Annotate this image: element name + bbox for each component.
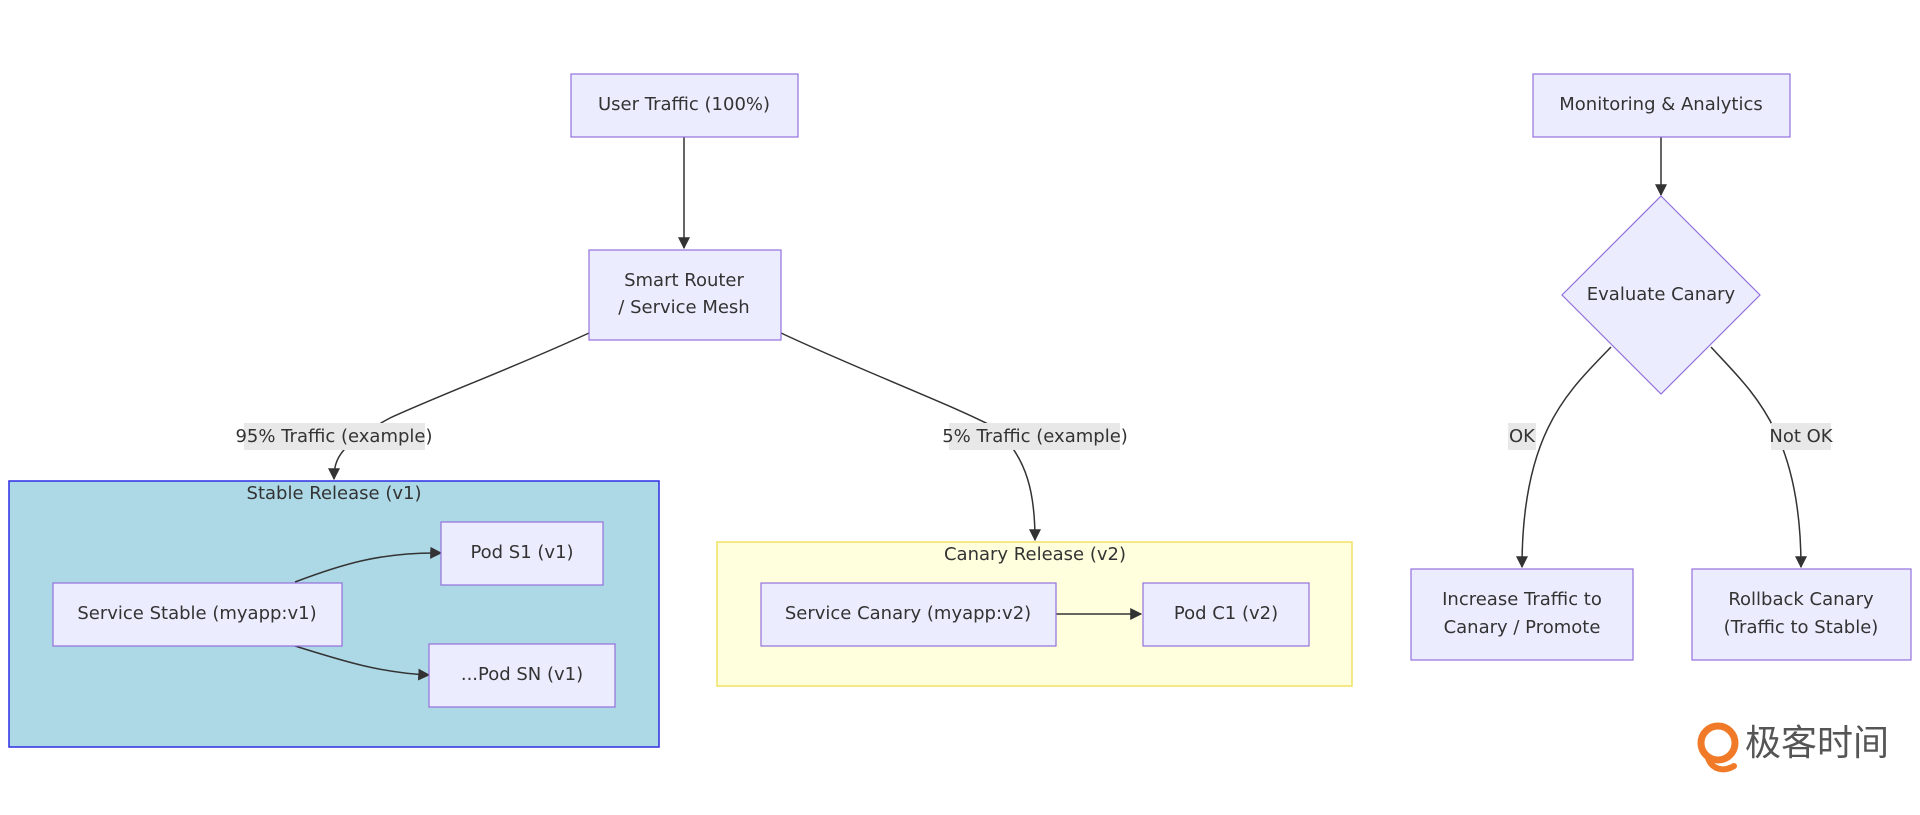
node-pod-c1-label: Pod C1 (v2) xyxy=(1174,603,1278,624)
edge-stable-to-pod-s1 xyxy=(294,546,443,583)
edges xyxy=(294,137,1807,681)
edge-label-ok: OK xyxy=(1508,423,1536,450)
node-user-traffic-label: User Traffic (100%) xyxy=(598,94,770,115)
edge-label-not-ok: Not OK xyxy=(1769,423,1834,450)
node-pod-sn-label: ...Pod SN (v1) xyxy=(461,664,583,685)
edge-stable-to-pod-sn xyxy=(294,645,431,681)
node-pod-s1-label: Pod S1 (v1) xyxy=(470,542,573,563)
edge-label-ok-text: OK xyxy=(1509,426,1536,447)
edge-router-to-stable xyxy=(328,332,590,481)
node-rollback-canary-label-1: Rollback Canary xyxy=(1728,589,1874,610)
node-service-canary: Service Canary (myapp:v2) xyxy=(760,582,1057,647)
node-smart-router-label-1: Smart Router xyxy=(624,270,744,291)
node-service-stable-label: Service Stable (myapp:v1) xyxy=(77,603,316,624)
geektime-logo-icon xyxy=(1697,722,1739,773)
edge-label-not-ok-text: Not OK xyxy=(1769,426,1833,447)
node-rollback-canary-label-2: (Traffic to Stable) xyxy=(1724,617,1879,638)
node-service-canary-label: Service Canary (myapp:v2) xyxy=(785,603,1031,624)
node-evaluate-canary: Evaluate Canary xyxy=(1561,195,1761,395)
node-monitoring: Monitoring & Analytics xyxy=(1532,73,1791,138)
edge-evaluate-ok xyxy=(1516,346,1612,569)
edge-label-stable-traffic-text: 95% Traffic (example) xyxy=(235,426,432,447)
node-pod-s1: Pod S1 (v1) xyxy=(440,521,604,586)
geektime-logo-text: 极客时间 xyxy=(1745,723,1889,764)
node-pod-sn: ...Pod SN (v1) xyxy=(428,643,616,708)
node-increase-traffic-label-2: Canary / Promote xyxy=(1444,617,1601,638)
geektime-logo: 极客时间 xyxy=(1697,722,1889,773)
edge-label-canary-traffic-text: 5% Traffic (example) xyxy=(942,426,1128,447)
node-service-stable: Service Stable (myapp:v1) xyxy=(52,582,343,647)
edge-label-stable-traffic: 95% Traffic (example) xyxy=(235,423,433,450)
edge-router-to-canary xyxy=(780,332,1041,542)
node-rollback-canary: Rollback Canary (Traffic to Stable) xyxy=(1691,568,1912,661)
edge-label-canary-traffic: 5% Traffic (example) xyxy=(942,423,1128,450)
node-increase-traffic: Increase Traffic to Canary / Promote xyxy=(1410,568,1634,661)
node-pod-c1: Pod C1 (v2) xyxy=(1142,582,1310,647)
node-smart-router-label-2: / Service Mesh xyxy=(618,297,749,318)
node-evaluate-canary-label: Evaluate Canary xyxy=(1587,284,1736,305)
cluster-stable-title: Stable Release (v1) xyxy=(247,483,422,504)
edge-evaluate-not-ok xyxy=(1710,346,1807,569)
node-increase-traffic-label-1: Increase Traffic to xyxy=(1442,589,1602,610)
node-smart-router: Smart Router / Service Mesh xyxy=(588,249,782,341)
node-user-traffic: User Traffic (100%) xyxy=(570,73,799,138)
cluster-canary-title: Canary Release (v2) xyxy=(944,544,1126,565)
node-monitoring-label: Monitoring & Analytics xyxy=(1559,94,1762,115)
